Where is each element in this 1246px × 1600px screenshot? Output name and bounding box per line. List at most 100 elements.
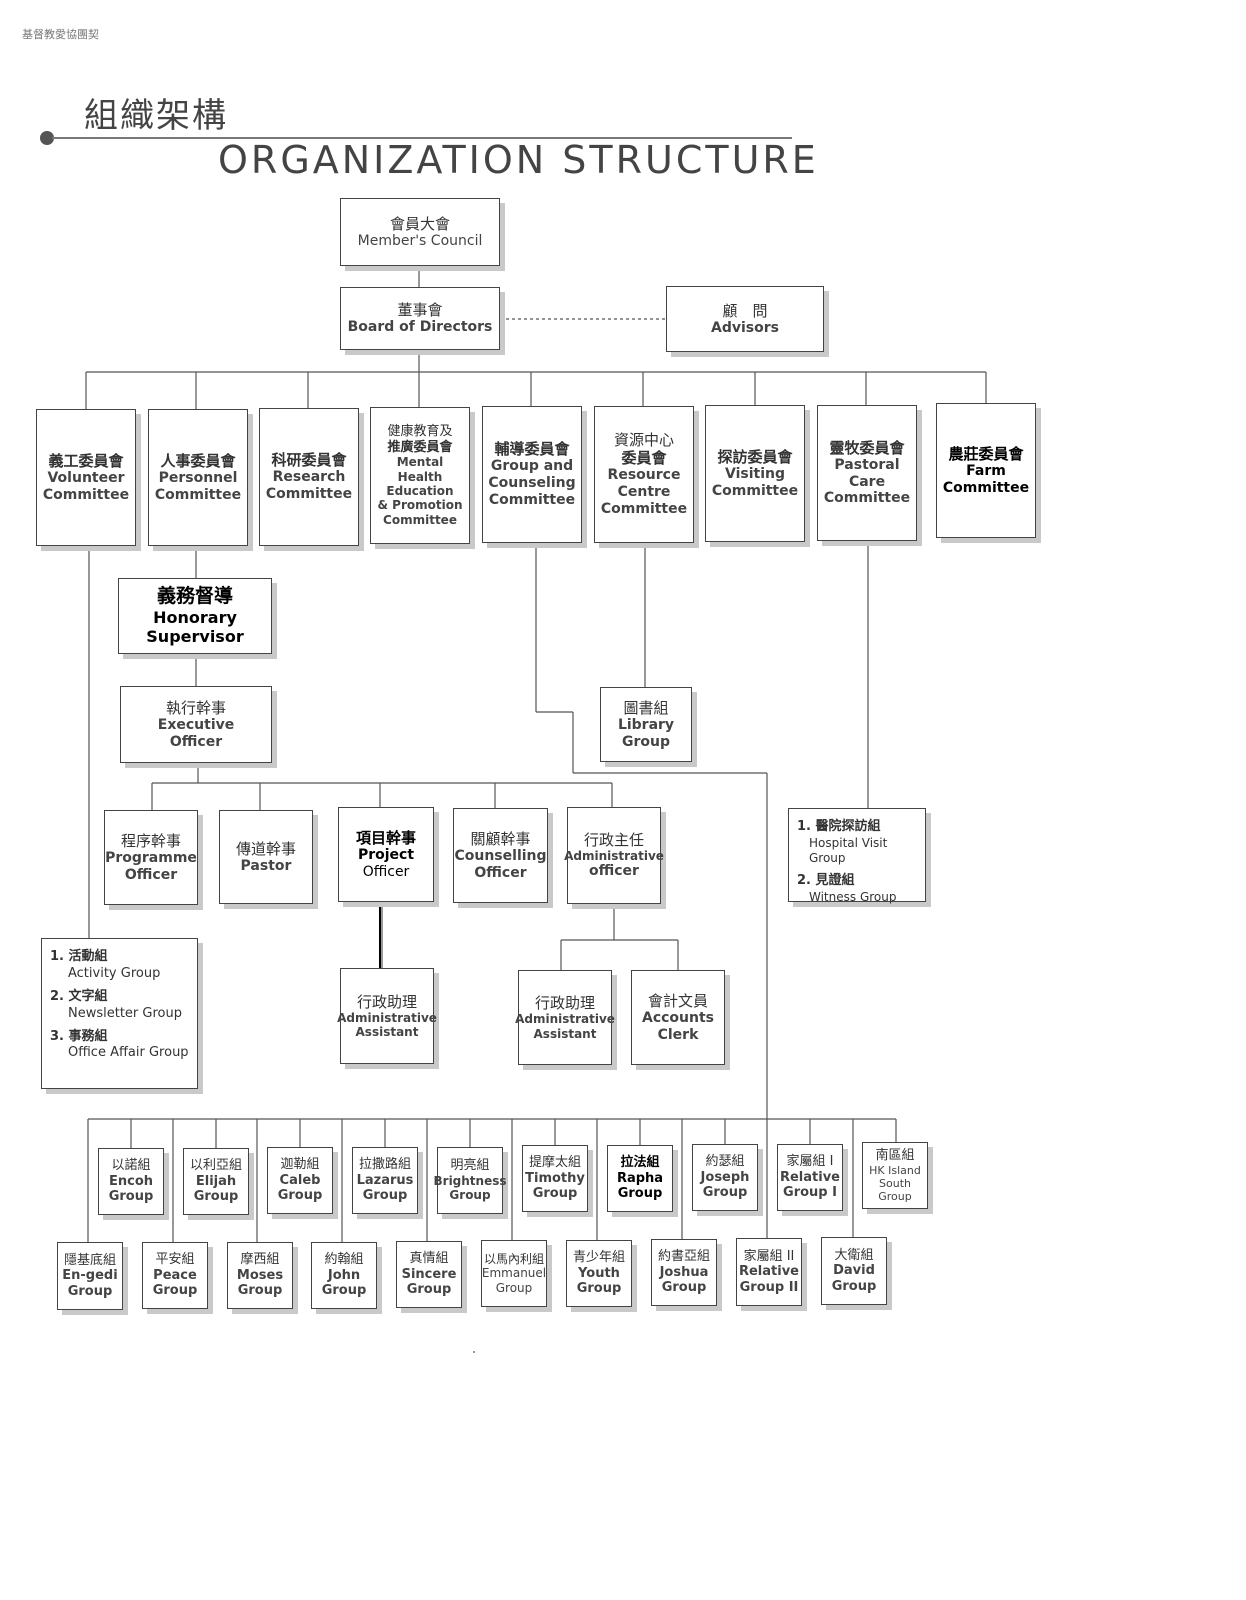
page-title-english: ORGANIZATION STRUCTURE	[218, 138, 819, 182]
volunteer-groups-list: 1. 活動組 Activity Group 2. 文字組 Newsletter …	[41, 938, 198, 1089]
group-elijah: 以利亞組 Elijah Group	[183, 1148, 249, 1215]
node-administrative-officer: 行政主任 Administrative officer	[564, 807, 664, 904]
group-peace: 平安組 Peace Group	[142, 1242, 208, 1309]
node-cn-2: 推廣委員會	[387, 439, 453, 455]
group-lazarus: 拉撒路組 Lazarus Group	[352, 1147, 418, 1214]
group-en: Brightness Group	[433, 1173, 507, 1203]
node-en: Pastor	[240, 857, 292, 874]
node-en-1: Volunteer	[47, 469, 125, 486]
list-item-en: Witness Group	[809, 889, 897, 904]
group-timothy: 提摩太組 Timothy Group	[522, 1145, 588, 1212]
node-cn: 輔導委員會	[494, 440, 570, 459]
node-en-2: Committee	[42, 486, 130, 503]
node-cn: 靈牧委員會	[829, 438, 905, 457]
node-cn: 執行幹事	[165, 698, 226, 717]
visiting-groups-list: 1. 醫院探訪組 Hospital Visit Group 2. 見證組 Wit…	[788, 808, 926, 904]
group-encoh: 以諾組 Encoh Group	[98, 1148, 164, 1215]
group-rapha: 拉法組 Rapha Group	[607, 1145, 673, 1212]
list-item-en: Activity Group	[68, 965, 161, 981]
node-counseling-committee: 輔導委員會 Group and Counseling Committee	[482, 406, 582, 543]
node-pastoral-care-committee: 靈牧委員會 Pastoral Care Committee	[817, 405, 917, 541]
group-cn: 約瑟組	[705, 1154, 745, 1170]
node-en-3: Committee	[488, 491, 576, 508]
node-en-2: Committee	[154, 486, 242, 503]
node-en-2: Officer	[362, 863, 410, 880]
node-cn: 人事委員會	[160, 451, 236, 470]
node-en-2: Counseling	[488, 475, 576, 492]
group-youth: 青少年組 Youth Group	[566, 1240, 632, 1307]
group-en: Encoh Group	[108, 1173, 154, 1205]
group-en: Youth Group	[576, 1265, 622, 1297]
group-en: John Group	[321, 1267, 367, 1299]
group-en: Caleb Group	[277, 1172, 323, 1204]
node-en-2: Officer	[474, 864, 527, 881]
node-en-1: Administrative	[515, 1012, 615, 1027]
node-en-1: Accounts	[641, 1009, 714, 1026]
group-en: Peace Group	[152, 1267, 198, 1299]
node-en-2: Assistant	[355, 1025, 419, 1039]
node-en-1: Administrative	[564, 848, 664, 863]
node-cn: 會計文員	[647, 991, 708, 1010]
group-en: En-gedi Group	[62, 1268, 118, 1299]
list-item-cn: 3. 事務組	[50, 1028, 108, 1044]
list-item: 1. 醫院探訪組 Hospital Visit Group	[797, 819, 917, 867]
group-caleb: 迦勒組 Caleb Group	[267, 1147, 333, 1214]
node-en-3: Committee	[823, 490, 911, 507]
node-en-2: Officer	[169, 733, 223, 750]
node-en-2: Committee	[942, 479, 1030, 496]
group-relative-1: 家屬組 I Relative Group I	[777, 1144, 843, 1211]
node-en: Advisors	[711, 319, 779, 336]
node-cn: 義務督導	[156, 585, 233, 608]
node-pastor: 傳道幹事 Pastor	[219, 810, 313, 904]
group-cn: 約翰組	[324, 1252, 364, 1268]
group-cn: 南區組	[875, 1147, 915, 1163]
group-en: Relative Group II	[738, 1264, 800, 1295]
group-cn: 明亮組	[450, 1158, 490, 1174]
node-en-2: Committee	[265, 486, 353, 502]
node-en-1: Programme	[105, 849, 197, 866]
node-en-1: Mental Health	[396, 455, 444, 484]
stray-dot	[473, 1351, 475, 1353]
node-research-committee: 科研委員會 Research Committee	[259, 408, 359, 546]
node-en-2: Supervisor	[146, 627, 244, 647]
node-cn-1: 健康教育及	[387, 423, 453, 439]
group-en: Rapha Group	[616, 1170, 664, 1202]
title-divider	[52, 137, 792, 139]
node-cn: 科研委員會	[271, 451, 347, 470]
node-project-officer: 項目幹事 Project Officer	[338, 807, 434, 902]
list-item-cn: 1. 活動組	[50, 949, 108, 964]
group-en: Joseph Group	[700, 1169, 750, 1201]
group-john: 約翰組 John Group	[311, 1242, 377, 1309]
node-cn: 項目幹事	[355, 828, 416, 847]
node-en-1: Pastoral	[834, 456, 900, 473]
group-en: Relative Group I	[779, 1169, 841, 1201]
group-cn: 以利亞組	[189, 1158, 242, 1174]
node-en-2: Committee	[711, 482, 799, 499]
node-administrative-assistant-2: 行政助理 Administrative Assistant	[515, 970, 615, 1065]
node-cn: 傳道幹事	[235, 839, 296, 858]
group-en: Elijah Group	[193, 1173, 239, 1205]
list-item: 1. 活動組 Activity Group	[50, 949, 189, 983]
group-en: HK Island South Group	[869, 1163, 921, 1203]
node-en-1: Project	[357, 846, 415, 863]
list-item-en: Newsletter Group	[68, 1005, 182, 1021]
node-en-1: Administrative	[337, 1010, 437, 1025]
group-en: Lazarus Group	[356, 1172, 414, 1204]
node-mental-health-committee: 健康教育及 推廣委員會 Mental Health Education & Pr…	[370, 407, 470, 544]
group-moses: 摩西組 Moses Group	[227, 1242, 293, 1309]
node-en-2: Education	[386, 483, 454, 498]
group-en: David Group	[831, 1263, 877, 1294]
group-cn: 摩西組	[240, 1252, 280, 1268]
list-item-cn: 2. 見證組	[797, 873, 855, 889]
page-title-chinese: 組織架構	[84, 96, 228, 136]
node-accounts-clerk: 會計文員 Accounts Clerk	[631, 970, 725, 1065]
node-cn: 顧 問	[722, 301, 768, 320]
group-emmanuel: 以馬內利組 Emmanuel Group	[481, 1240, 547, 1307]
node-advisors: 顧 問 Advisors	[666, 286, 824, 352]
title-bullet-icon	[40, 131, 54, 145]
node-members-council: 會員大會 Member's Council	[340, 198, 500, 266]
group-sincere: 真情組 Sincere Group	[396, 1241, 462, 1308]
node-cn-2: 委員會	[621, 449, 667, 468]
node-personnel-committee: 人事委員會 Personnel Committee	[148, 409, 248, 546]
node-en-1: Library	[617, 716, 675, 733]
